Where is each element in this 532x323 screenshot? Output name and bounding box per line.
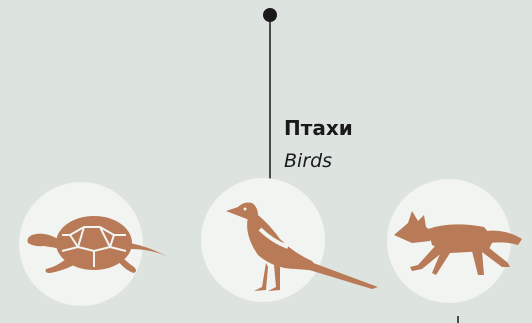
category-label-english: Birds <box>284 150 332 172</box>
category-label-local: Птахи <box>284 116 353 140</box>
turtle-icon <box>22 205 172 285</box>
wolf-icon <box>392 205 532 285</box>
magpie-icon <box>222 195 382 295</box>
